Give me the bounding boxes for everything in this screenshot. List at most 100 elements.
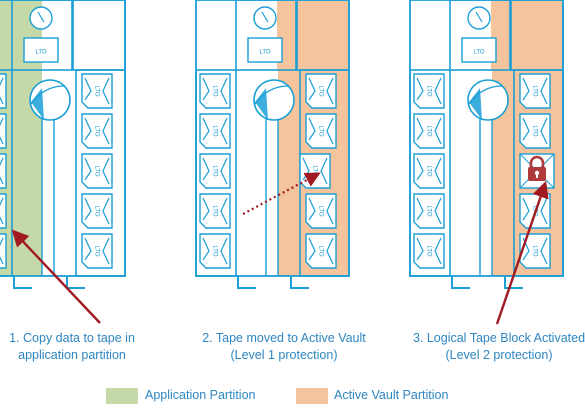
tape-notch [540,117,548,145]
tape-cartridge: LTO [81,233,113,269]
lock-keyhole [536,174,538,178]
locked-tape-cartridge [519,153,555,189]
tape-body [413,153,445,189]
robot-arm [469,88,482,120]
tape-label: LTO [211,165,217,176]
arrow-lock-activated [495,180,549,325]
tape-cartridge: LTO [413,153,445,189]
tape-cartridge: LTO [413,193,445,229]
tape-notch [434,117,442,145]
drive-spoke [261,11,269,23]
drive-tape: LTO [247,37,283,63]
tape-notch [102,157,110,185]
tape-cartridge: LTO [0,193,7,229]
tape-notch [326,197,334,225]
drive-slot [247,37,283,63]
tape-cartridge: LTO [519,113,551,149]
tape-notch [84,157,92,181]
drive-tape: LTO [461,37,497,63]
robot-accessor [467,79,509,121]
tape-notch [540,77,548,105]
drive-slot [461,37,497,63]
tape-notch [434,197,442,225]
tape-body [519,73,551,109]
tape-label: LTO [317,85,323,96]
tape-notch [540,197,548,225]
tape-body [81,233,113,269]
tape-drive [29,6,53,30]
library-foot [13,276,32,289]
tape-notch [0,237,4,265]
tape-notch [326,237,334,265]
tape-cartridge: LTO [413,113,445,149]
tape-label: LTO [317,205,323,216]
tape-body [305,233,337,269]
tape-notch [308,77,316,101]
tape-label: LTO [259,50,270,56]
tape-drive [253,6,277,30]
robot-arm [31,88,44,120]
tape-notch [102,77,110,105]
tape-label: LTO [211,125,217,136]
tape-label: LTO [93,205,99,216]
legend-swatch-application-partition [106,388,138,404]
caption-step-3: 3. Logical Tape Block Activated (Level 2… [389,330,585,364]
tape-cartridge: LTO [519,233,551,269]
tape-notch [522,117,530,141]
tape-body [81,73,113,109]
tape-cartridge: LTO [81,113,113,149]
legend-label-active-vault-partition: Active Vault Partition [334,388,449,402]
tape-body [413,233,445,269]
tape-notch [320,157,328,185]
tape-notch [202,237,210,261]
arrow-move-to-vault [242,172,321,215]
tape-body [199,233,231,269]
tape-notch [220,237,228,265]
library-foot [66,276,85,289]
tape-notch [102,117,110,145]
tape-cartridge: LTO [0,113,7,149]
tape-notch [84,197,92,221]
tape-label: LTO [35,50,46,56]
top-right-bay-frame [72,0,126,71]
library-foot [451,276,470,289]
tape-label: LTO [425,125,431,136]
library-foot [237,276,256,289]
tape-label: LTO [531,125,537,136]
left-slot-column-frame [195,69,237,277]
tape-body [305,193,337,229]
tape-cartridge: LTO [0,73,7,109]
robot-accessor [29,79,71,121]
right-slot-column-frame [75,69,126,277]
tape-drive [467,6,491,30]
drive-bay-frame [449,0,511,71]
tape-cartridge: LTO [199,193,231,229]
library-foot [290,276,309,289]
tape-notch [416,237,424,261]
tape-notch [434,157,442,185]
tape-cartridge: LTO [305,193,337,229]
tape-label: LTO [425,165,431,176]
tape-notch [326,77,334,105]
tape-notch [522,77,530,101]
tape-body [305,113,337,149]
tape-notch [202,197,210,221]
caption-step-1-line1: 1. Copy data to tape in [9,331,135,345]
caption-step-3-line1: 3. Logical Tape Block Activated [412,331,585,345]
caption-step-1: 1. Copy data to tape in application part… [0,330,182,364]
library-foot [504,276,523,289]
tape-cartridge: LTO [81,73,113,109]
tape-label: LTO [473,50,484,56]
tape-body [413,73,445,109]
robot-arm [255,88,268,120]
tape-notch [84,77,92,101]
tape-label: LTO [211,85,217,96]
tape-cartridge: LTO [519,73,551,109]
tape-notch [0,157,4,185]
robot-accessor [253,79,295,121]
caption-step-2-line1: 2. Tape moved to Active Vault [202,331,366,345]
tape-notch [522,197,530,221]
tape-cartridge: LTO [413,233,445,269]
